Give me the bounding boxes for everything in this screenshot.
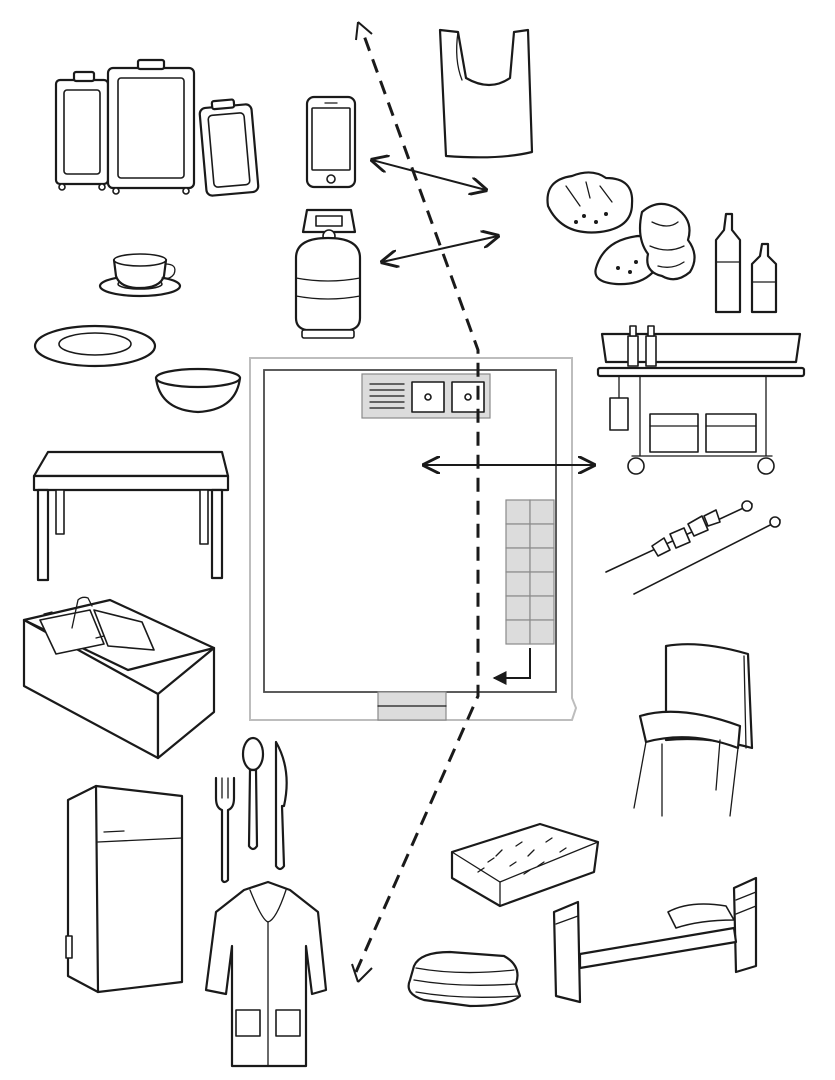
cup-and-saucer-icon [98, 253, 182, 298]
table-icon [32, 450, 230, 582]
bowl-icon [154, 367, 242, 414]
counter-fixture [505, 499, 555, 645]
folded-blanket-icon [407, 950, 522, 1008]
sauce-bottles-icon [714, 212, 778, 314]
connection-arrows [351, 21, 594, 983]
baked-goods-icon [546, 171, 696, 286]
carrier-bag-icon [438, 28, 534, 159]
luggage-icon [54, 58, 260, 197]
plate-icon [33, 324, 157, 368]
mobile-phone-icon [305, 95, 357, 189]
arrowhead-top [355, 21, 373, 41]
floor-plan [249, 357, 578, 721]
bed-icon [552, 876, 758, 1004]
sink-unit-icon [22, 596, 216, 760]
cutlery-icon [214, 736, 288, 884]
refrigerator-icon [65, 784, 184, 994]
arrow-phone-bag [372, 160, 486, 190]
skewers-icon [605, 500, 781, 595]
food-cart-icon [596, 325, 806, 475]
coat-icon [204, 880, 328, 1068]
mattress-icon [450, 822, 600, 908]
arrow-gas-food [382, 236, 498, 262]
arrowhead-bottom [351, 963, 373, 983]
gas-bottle-icon [294, 208, 362, 339]
chair-icon [633, 643, 754, 817]
